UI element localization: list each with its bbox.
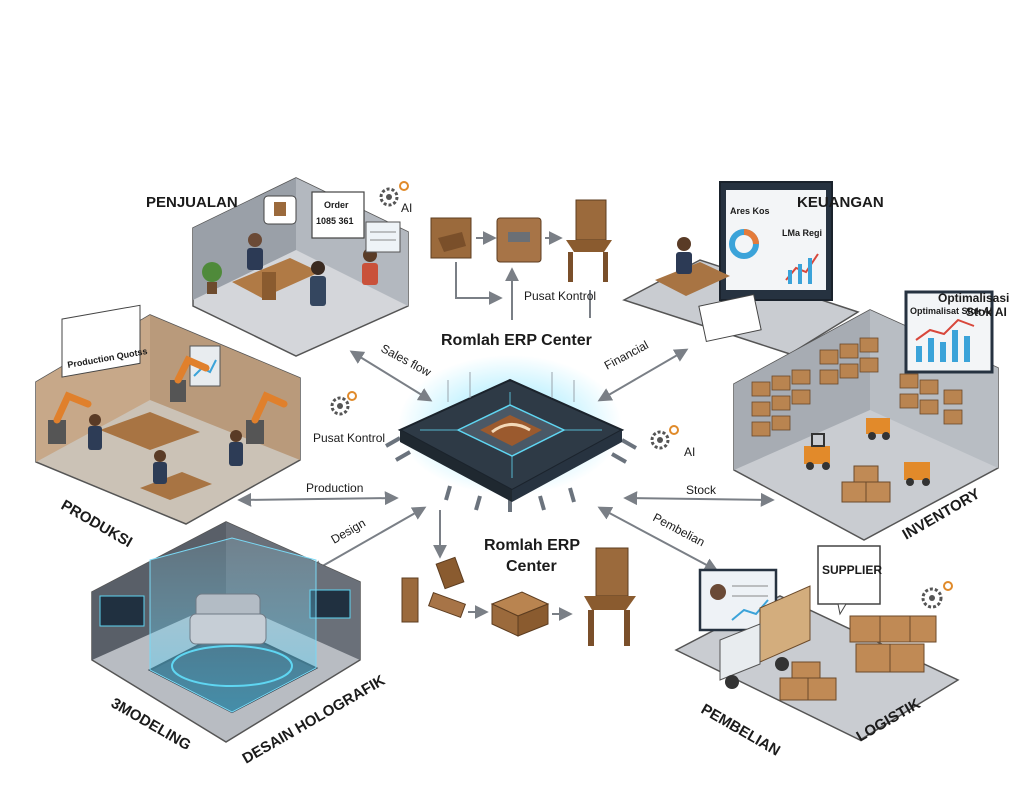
flow-production: Production (306, 481, 363, 495)
arrow-stock (623, 491, 775, 507)
label-pusat-kontrol-left: Pusat Kontrol (313, 431, 385, 445)
worker-icon (89, 414, 101, 426)
robot-arm-icon (48, 355, 288, 444)
callout-line2: Stok AI (966, 305, 1007, 319)
production-board (61, 304, 141, 378)
truck-icon (719, 585, 811, 689)
chair-icon-2 (584, 547, 636, 646)
label-ai-right: AI (684, 445, 695, 459)
wood-block-icon-2 (490, 591, 550, 637)
order-line2: 1085 361 (316, 216, 354, 226)
flow-financial: Financial (602, 338, 651, 373)
modeling-monitor (99, 595, 145, 627)
chair-icon (566, 199, 612, 282)
flow-pembelian: Pembelian (651, 510, 708, 549)
arrow-design (309, 506, 427, 574)
plant-icon (202, 262, 222, 282)
gear-icon-left (330, 391, 357, 416)
label-penjualan: PENJUALAN (146, 194, 238, 211)
arrow-sales (349, 350, 433, 402)
room-produksi: Production Quotss (35, 304, 301, 525)
label-pembelian-a: PEMBELIAN (698, 701, 783, 760)
gear-icon-supplier (921, 581, 953, 609)
title-bottom-line2: Center (506, 558, 557, 575)
title-top: Romlah ERP Center (441, 332, 592, 349)
inventory-screen-text: Optimalisat Stok AI (910, 306, 992, 316)
callout-line1: Optimalisasi (938, 291, 1009, 305)
label-penjualan-ai: AI (401, 201, 412, 215)
order-board (311, 191, 365, 239)
central-chip (385, 355, 637, 512)
screen-right: LMa Regi (782, 228, 822, 238)
label-keuangan: KEUANGAN (797, 194, 884, 211)
wood-process-bottom (401, 547, 636, 646)
room-penjualan: Order 1085 361 (192, 177, 409, 357)
bar-chart-icon (916, 330, 970, 362)
flow-stock: Stock (686, 483, 717, 497)
arrow-financial (597, 348, 689, 402)
room-inventory: Optimalisat Stok AI (733, 290, 999, 541)
arrow-production (237, 491, 399, 507)
gear-icon (379, 181, 409, 207)
avatar (710, 584, 726, 600)
screen-left: Ares Kos (730, 206, 770, 216)
accountant-icon (677, 237, 691, 251)
room-pembelian (674, 545, 960, 741)
supplier-sign (817, 545, 881, 616)
supplier-text: SUPPLIER (822, 563, 882, 577)
wood-planks-icon (401, 556, 467, 623)
label-pusat-kontrol-top: Pusat Kontrol (524, 289, 596, 303)
salesperson-icon (248, 233, 262, 247)
flow-arrows (237, 348, 775, 574)
shelf-icon (751, 337, 963, 437)
sofa-icon (189, 593, 267, 645)
label-produksi: PRODUKSI (58, 497, 135, 551)
gear-icon-right (650, 425, 679, 450)
pallet-boxes (841, 465, 891, 503)
room-keuangan: Ares Kos LMa Regi (622, 181, 860, 355)
title-bottom-line1: Romlah ERP (484, 537, 580, 554)
boxes-icon (779, 615, 937, 701)
order-line1: Order (324, 200, 349, 210)
arrow-pembelian (597, 506, 719, 572)
flow-design: Design (329, 516, 368, 547)
forklift-icon (804, 418, 930, 486)
room-modeling (91, 521, 361, 743)
wood-process-top (430, 199, 612, 320)
